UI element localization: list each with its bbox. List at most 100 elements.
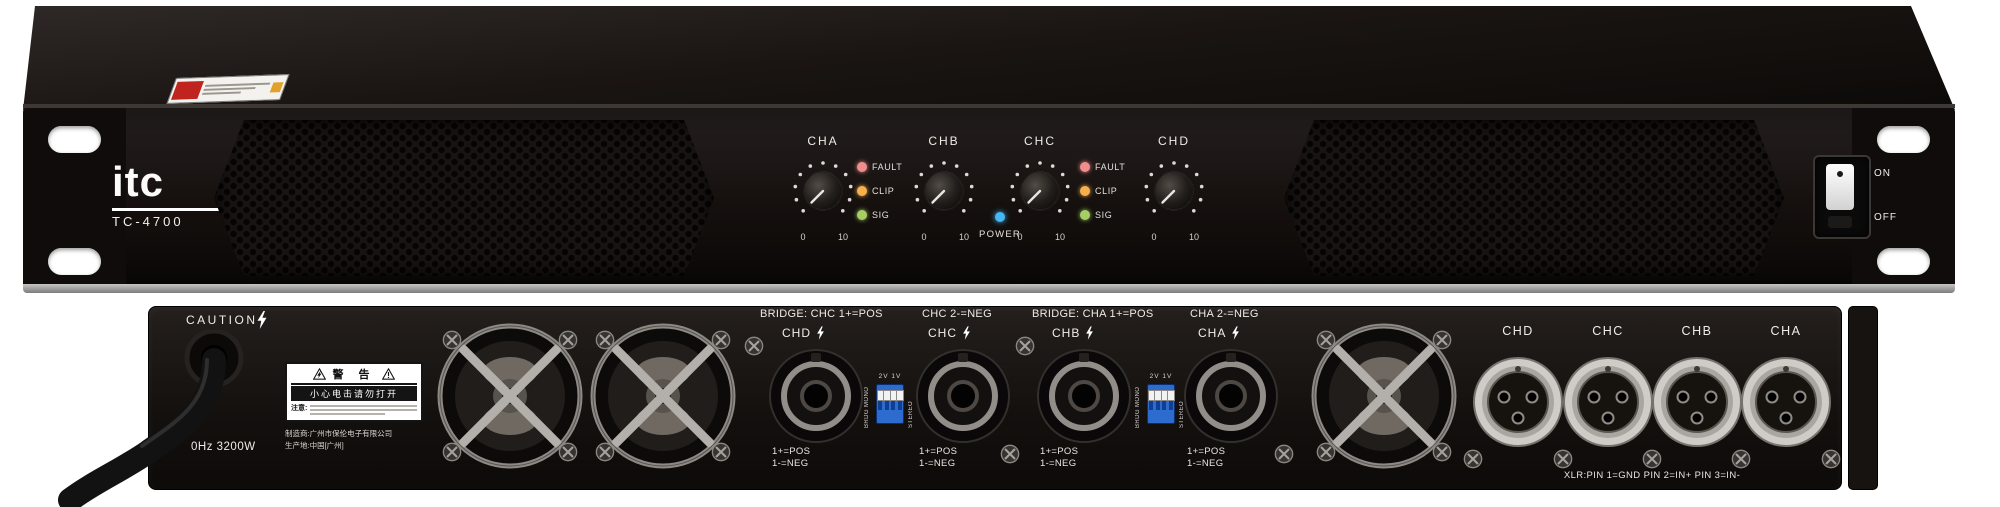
dip-volt-labels-a: 2V 1V [878,373,902,380]
knob-min-chc: 0 [1017,232,1023,242]
bridge-note-chc-pos: BRIDGE: CHC 1+=POS [760,308,883,320]
caution-label: CAUTION [186,313,258,327]
fault-led [857,162,867,172]
maker-line-1: 制造商:广州市保伦电子有限公司 [285,429,393,438]
speakon-label-cha: CHA [1198,326,1240,340]
gain-knob-cha[interactable] [791,159,855,223]
channel-label-chc: CHC [1024,134,1056,148]
maker-line-2: 生产地:中国[广州] [285,441,344,450]
screw-icon [442,442,462,462]
channel-label-cha: CHA [807,134,839,148]
xlr-label-chd: CHD [1502,324,1534,338]
sig-led [857,210,867,220]
model-number: TC-4700 [112,214,184,229]
dip-mode-b-label: STEREO [908,400,914,428]
dip-volt-labels-b: 2V 1V [1149,373,1173,380]
sticker-accent [269,82,284,93]
power-led-label: POWER [979,229,1021,240]
clip-led [1080,186,1090,196]
knob-max-chd: 10 [1188,232,1199,242]
clip-led [857,186,867,196]
warning-fine-print [310,403,417,417]
warning-label: 警 告 小心电击请勿打开 注意: [285,362,423,422]
speakon-connector-chb [1036,348,1132,444]
speakon-label-text: CHD [782,326,811,340]
led-row-sig-1: SIG [857,210,889,220]
dip-mode-a-label: BRDG MONO [1135,386,1141,428]
screw-icon [1000,444,1020,464]
led-row-fault-1: FAULT [857,162,902,172]
bridge-note-cha-neg: CHA 2-=NEG [1190,308,1259,320]
mode-dip-switch-b[interactable] [1147,384,1176,424]
clip-led-label: CLIP [872,186,895,196]
rocker-lower [1828,216,1852,228]
knob-max-cha: 10 [837,232,848,242]
rocker-dot [1837,171,1843,177]
speakon-label-chc: CHC [928,326,971,340]
xlr-label-chb: CHB [1681,324,1713,338]
fault-led [1080,162,1090,172]
screw-icon [558,442,578,462]
warning-bolt-triangle-icon [313,368,326,380]
screw-icon [744,336,764,356]
warning-line: 小心电击请勿打开 [291,386,417,401]
speakon-connector-cha [1183,348,1279,444]
warning-title: 警 告 [332,369,376,381]
gain-knob-chd[interactable] [1142,159,1206,223]
power-switch[interactable] [1813,155,1871,239]
dip-mode-b-label: STEREO [1179,400,1185,428]
knob-min-chd: 0 [1151,232,1157,242]
xlr-label-cha: CHA [1770,324,1802,338]
chassis-top-surface [23,6,1955,110]
knob-max-chb: 10 [958,232,969,242]
speakon-connector-chd [768,348,864,444]
right-vent-grille [1284,120,1784,276]
led-row-fault-2: FAULT [1080,162,1125,172]
knob-max-chc: 10 [1054,232,1065,242]
sig-led-label: SIG [1095,210,1113,220]
speakon-connector-chc [915,348,1011,444]
bolt-icon [816,326,825,340]
screw-icon [711,442,731,462]
xlr-label-chc: CHC [1592,324,1624,338]
screw-icon [1731,449,1751,469]
led-row-clip-1: CLIP [857,186,894,196]
screw-icon [1821,449,1841,469]
gain-knob-chc[interactable] [1008,159,1072,223]
gain-knob-chb[interactable] [912,159,976,223]
rear-rack-ear-edge [1848,306,1878,490]
power-rating: 0Hz 3200W [191,441,256,453]
caution-bolt-icon [256,311,268,329]
top-label-sticker [166,74,290,104]
screw-icon [1432,442,1452,462]
xlr-connector-cha [1740,356,1832,448]
sig-led-label: SIG [872,210,890,220]
left-vent-grille [214,120,714,276]
screw-icon [1432,330,1452,350]
switch-off-label: OFF [1874,212,1897,223]
rack-hole [48,248,101,275]
led-row-clip-2: CLIP [1080,186,1117,196]
brand-logo: itc [112,158,165,205]
screw-icon [1274,444,1294,464]
fault-led-label: FAULT [872,162,903,172]
xlr-connector-chd [1472,356,1564,448]
screw-icon [595,442,615,462]
bolt-icon [1231,326,1240,340]
channel-label-chd: CHD [1158,134,1190,148]
speakon-label-text: CHB [1052,326,1081,340]
knob-min-cha: 0 [800,232,806,242]
mode-dip-switch-a[interactable] [876,384,905,424]
fault-led-label: FAULT [1095,162,1126,172]
rack-hole [1877,248,1930,275]
knob-min-chb: 0 [921,232,927,242]
power-led [995,212,1005,222]
bridge-note-chc-neg: CHC 2-=NEG [922,308,992,320]
sticker-text-lines [201,81,271,97]
screw-icon [595,330,615,350]
power-cable [58,330,244,507]
screw-icon [1015,336,1035,356]
